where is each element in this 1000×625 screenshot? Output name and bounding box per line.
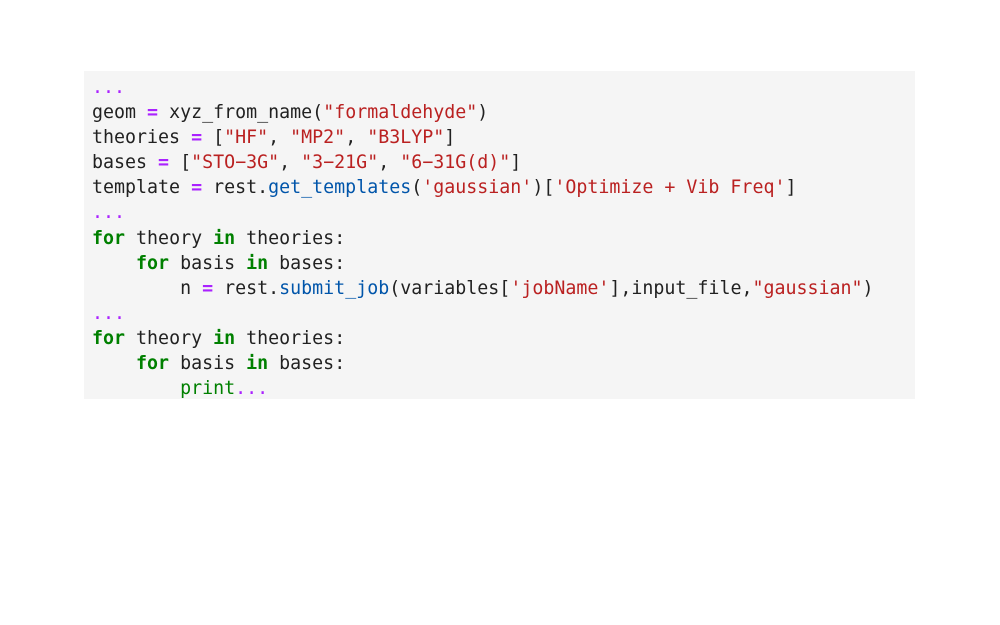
kw-for: for [136,252,170,274]
var-theories: theories [246,227,335,249]
var-theory: theory [136,227,203,249]
str-hf: "HF" [224,127,269,149]
code-line: geom = xyz_from_name("formaldehyde") [92,102,489,124]
code-line: ... [92,200,915,225]
var-template: template [92,177,181,199]
str-b3lyp: "B3LYP" [367,127,445,149]
ellipsis: ... [92,302,126,324]
rest-obj: rest. [213,177,269,199]
var-input-file: input_file [631,277,742,299]
kw-in: in [246,353,269,375]
var-bases: bases [92,152,148,174]
str-gaussian: 'gaussian' [422,177,533,199]
code-line: ... [92,75,915,100]
fn-xyz-from-name: xyz_from_name [169,102,313,124]
var-basis: basis [180,353,236,375]
code-line: print... [92,376,915,399]
kw-for: for [136,353,170,375]
fn-submit-job: submit_job [279,277,390,299]
assign-op: = [191,177,203,199]
code-line: for theory in theories: [92,227,346,249]
ellipsis: ... [235,378,269,399]
kw-in: in [246,252,269,274]
str-optimize-vib-freq: 'Optimize + Vib Freq' [554,177,786,199]
fn-get-templates: get_templates [268,177,412,199]
str-gaussian-dq: "gaussian" [752,277,863,299]
kw-for: for [92,227,126,249]
code-line: for basis in bases: [136,252,346,274]
var-theories: theories [92,127,181,149]
var-theories: theories [246,327,335,349]
var-variables: variables [400,277,500,299]
assign-op: = [191,127,203,149]
rest-obj: rest. [224,277,280,299]
var-n: n [180,277,192,299]
ellipsis: ... [92,202,126,224]
fn-print: print [180,378,236,399]
assign-op: = [147,102,159,124]
code-line: theories = ["HF", "MP2", "B3LYP"] [92,127,456,149]
str-formaldehyde: "formaldehyde" [323,102,478,124]
code-line: n = rest.submit_job(variables['jobName']… [180,277,874,299]
code-line: for basis in bases: [136,353,346,375]
str-321g: "3−21G" [301,152,379,174]
var-theory: theory [136,327,203,349]
kw-in: in [213,327,236,349]
ellipsis: ... [92,77,126,98]
code-line: for theory in theories: [92,327,346,349]
code-line: template = rest.get_templates('gaussian'… [92,177,797,199]
code-cell[interactable]: ... geom = xyz_from_name("formaldehyde")… [84,71,915,399]
code-line: ... [92,301,915,326]
var-geom: geom [92,102,137,124]
var-bases: bases [279,252,335,274]
str-jobname: 'jobName' [510,277,610,299]
str-sto3g: "STO−3G" [191,152,280,174]
kw-for: for [92,327,126,349]
str-mp2: "MP2" [290,127,346,149]
var-bases: bases [279,353,335,375]
code-line: bases = ["STO−3G", "3−21G", "6−31G(d)"] [92,152,522,174]
assign-op: = [202,277,214,299]
assign-op: = [158,152,170,174]
kw-in: in [213,227,236,249]
var-basis: basis [180,252,236,274]
str-631gd: "6−31G(d)" [400,152,511,174]
